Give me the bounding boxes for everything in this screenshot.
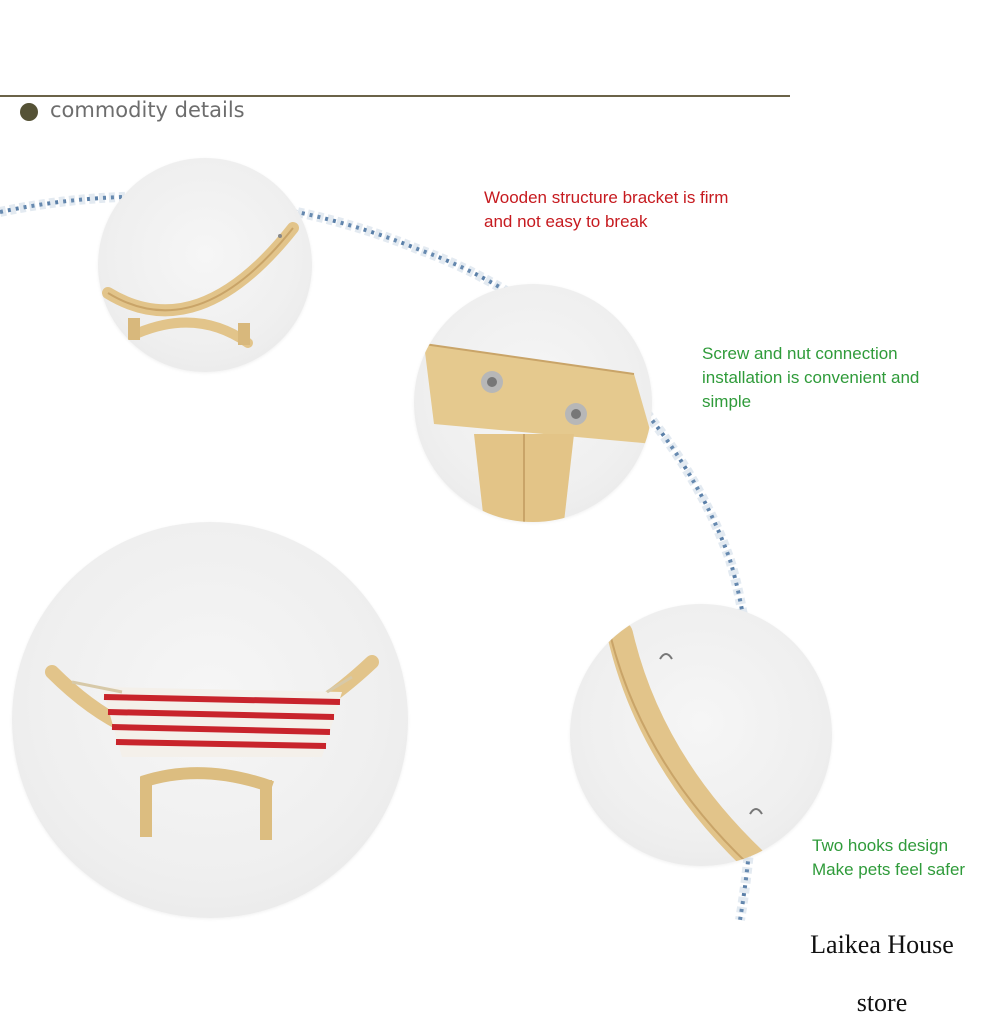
section-title: commodity details bbox=[50, 98, 245, 122]
wooden-bracket-photo bbox=[98, 158, 312, 372]
callout-screw-line3: simple bbox=[702, 392, 752, 411]
callout-bracket-line2: and not easy to break bbox=[484, 212, 648, 231]
callout-screw-line2: installation is convenient and bbox=[702, 368, 920, 387]
callout-screw-line1: Screw and nut connection bbox=[702, 344, 898, 363]
callout-bracket-line1: Wooden structure bracket is firm bbox=[484, 188, 729, 207]
screw-joint-photo bbox=[414, 284, 652, 522]
hook-detail-photo bbox=[570, 604, 832, 866]
callout-hooks-line1: Two hooks design bbox=[812, 836, 949, 855]
callout-hooks: Two hooks design Make pets feel safer bbox=[812, 834, 965, 882]
store-watermark: Laikea House store bbox=[782, 916, 982, 1017]
callout-screw: Screw and nut connection installation is… bbox=[702, 342, 919, 414]
bullet-dot-icon bbox=[20, 103, 38, 121]
callout-bracket: Wooden structure bracket is firm and not… bbox=[484, 186, 728, 234]
striped-hammock-photo bbox=[12, 522, 408, 918]
callout-hooks-line2: Make pets feel safer bbox=[812, 860, 966, 879]
header-divider bbox=[0, 95, 790, 97]
